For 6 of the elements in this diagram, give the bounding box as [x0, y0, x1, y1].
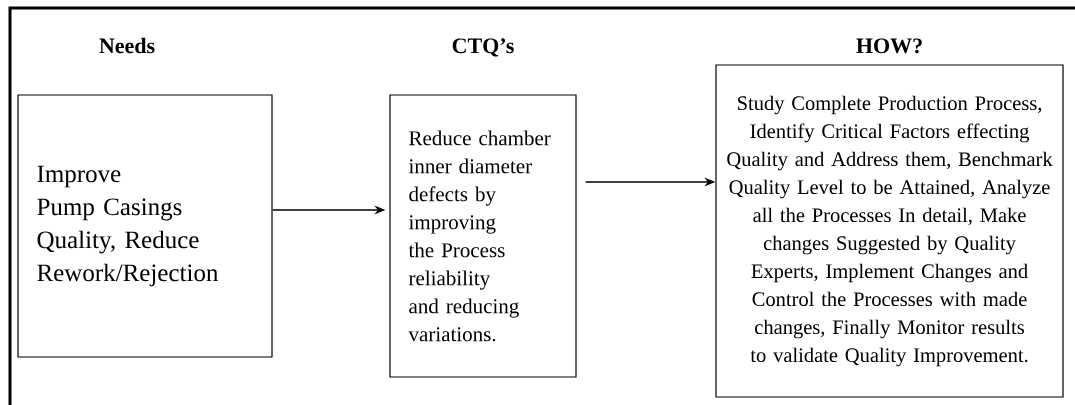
column-heading: HOW?	[856, 38, 922, 54]
process-box: Improve Pump Casings Quality, Reduce Rework/Rejection	[17, 94, 273, 358]
column-heading: Needs	[99, 37, 155, 54]
process-box: Study Complete Production Process, Identify Critical Factors effecting Quality and Address them, Benchmark Quality Level to be Attained, Analyze all the Processes In detail, Make changes Suggested by Quality Experts, Implement Changes and Control the Processes with made changes, Finally Monitor results to validate Quality Improvement.	[715, 64, 1064, 398]
process-box: Reduce chamber inner diameter defects by improving the Process reliability and reducing variations.	[389, 94, 577, 378]
column-heading: CTQ’s	[452, 38, 514, 57]
